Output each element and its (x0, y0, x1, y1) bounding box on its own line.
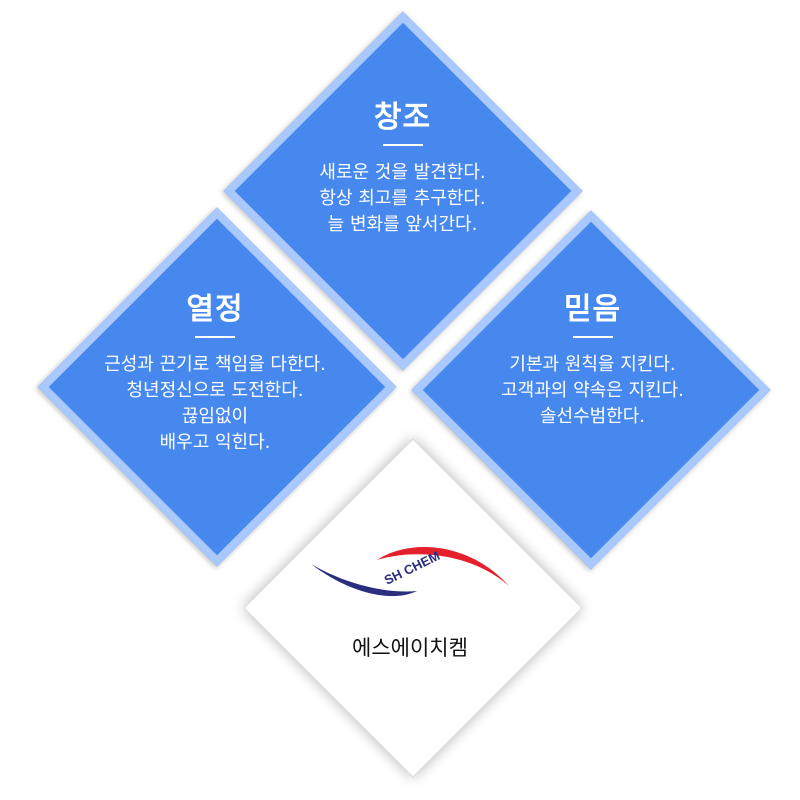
trust-line-1: 기본과 원칙을 지킨다. (509, 354, 676, 375)
passion-title: 열정 (186, 292, 244, 327)
logo-navy-swoosh (311, 564, 417, 597)
creation-line-1: 새로운 것을 발견한다. (319, 162, 486, 183)
passion-divider (195, 336, 235, 338)
company-name: 에스에이치켐 (352, 636, 468, 660)
trust-panel: 믿음 기본과 원칙을 지킨다. 고객과의 약속은 지킨다. 솔선수범한다. (440, 292, 745, 430)
passion-line-2: 청년정신으로 도전한다. (126, 380, 304, 401)
logo-red-swoosh (377, 546, 509, 586)
trust-line-2: 고객과의 약속은 지킨다. (501, 380, 684, 401)
trust-divider (572, 336, 613, 338)
creation-divider (382, 144, 423, 146)
passion-line-3: 끊임없이 (181, 406, 249, 427)
trust-title: 믿음 (563, 292, 622, 327)
trust-line-3: 솔선수범한다. (539, 406, 646, 427)
creation-line-2: 항상 최고를 추구한다. (319, 188, 486, 209)
creation-title: 창조 (373, 100, 432, 135)
creation-line-3: 늘 변화를 앞서간다. (327, 214, 478, 235)
passion-line-1: 근성과 끈기로 책임을 다한다. (104, 354, 326, 375)
passion-line-4: 배우고 익힌다. (159, 432, 271, 453)
sh-chem-logo: SH CHEM (311, 546, 509, 597)
passion-panel: 열정 근성과 끈기로 책임을 다한다. 청년정신으로 도전한다. 끊임없이 배우… (60, 292, 370, 456)
creation-panel: 창조 새로운 것을 발견한다. 항상 최고를 추구한다. 늘 변화를 앞서간다. (250, 100, 555, 238)
